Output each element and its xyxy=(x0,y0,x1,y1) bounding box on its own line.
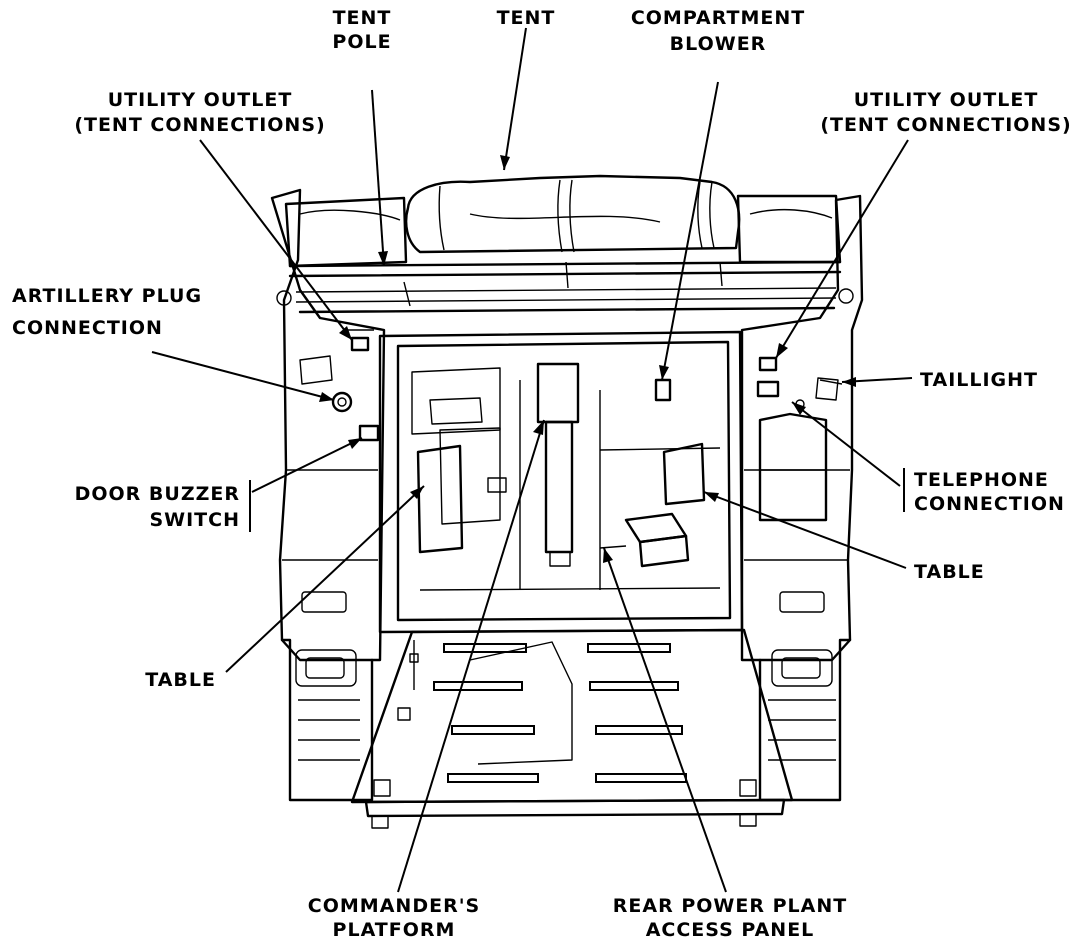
label-compartment-blower-line1: COMPARTMENT xyxy=(631,7,805,29)
taillight-leader xyxy=(841,377,913,387)
rear-ramp xyxy=(350,628,794,829)
labels: TENT POLE TENT COMPARTMENT BLOWER UTILIT… xyxy=(12,7,1071,941)
label-taillight: TAILLIGHT xyxy=(920,369,1038,391)
label-rear-power-plant-line2: ACCESS PANEL xyxy=(646,919,815,941)
label-artillery-plug-line1: ARTILLERY PLUG xyxy=(12,285,202,307)
label-commanders-platform-line1: COMMANDER'S xyxy=(308,895,480,917)
table-left-leader xyxy=(225,485,425,673)
label-table-left: TABLE xyxy=(145,669,216,691)
left-fixtures xyxy=(331,329,380,442)
telephone-leader xyxy=(791,401,901,487)
right-fixtures xyxy=(756,356,843,409)
label-tent: TENT xyxy=(497,7,556,29)
label-table-right: TABLE xyxy=(914,561,985,583)
utility-outlet-right-leader xyxy=(775,139,909,359)
label-tent-pole-line2: POLE xyxy=(332,31,391,53)
label-rear-power-plant-line1: REAR POWER PLANT xyxy=(613,895,847,917)
label-commanders-platform-line2: PLATFORM xyxy=(333,919,456,941)
label-telephone-line1: TELEPHONE xyxy=(914,469,1049,491)
label-artillery-plug-line2: CONNECTION xyxy=(12,317,163,339)
table-right-leader xyxy=(703,491,907,569)
utility-outlet-left-leader xyxy=(199,139,353,341)
compartment-blower-leader xyxy=(659,81,719,381)
label-tent-pole-line1: TENT xyxy=(333,7,392,29)
tent-pole-leader xyxy=(371,89,388,267)
vehicle-drawing xyxy=(270,174,864,829)
label-door-buzzer-line2: SWITCH xyxy=(149,509,240,531)
label-utility-outlet-right-line2: (TENT CONNECTIONS) xyxy=(820,114,1071,136)
left-hull-side xyxy=(270,188,386,802)
door-buzzer-leader xyxy=(251,437,363,493)
tent-bundle xyxy=(276,174,854,314)
tent-leader xyxy=(500,27,527,171)
interior xyxy=(411,362,721,591)
leader-lines xyxy=(151,27,913,893)
label-compartment-blower-line2: BLOWER xyxy=(670,33,767,55)
rear-door-frame xyxy=(378,330,744,634)
right-hull-side xyxy=(740,194,864,802)
rear-power-plant-leader xyxy=(603,547,727,893)
label-utility-outlet-left-line2: (TENT CONNECTIONS) xyxy=(74,114,325,136)
label-door-buzzer-line1: DOOR BUZZER xyxy=(75,483,240,505)
commanders-platform-leader xyxy=(397,419,545,893)
label-telephone-line2: CONNECTION xyxy=(914,493,1065,515)
artillery-plug-leader xyxy=(151,351,335,402)
label-utility-outlet-right-line1: UTILITY OUTLET xyxy=(854,89,1039,111)
label-utility-outlet-left-line1: UTILITY OUTLET xyxy=(108,89,293,111)
